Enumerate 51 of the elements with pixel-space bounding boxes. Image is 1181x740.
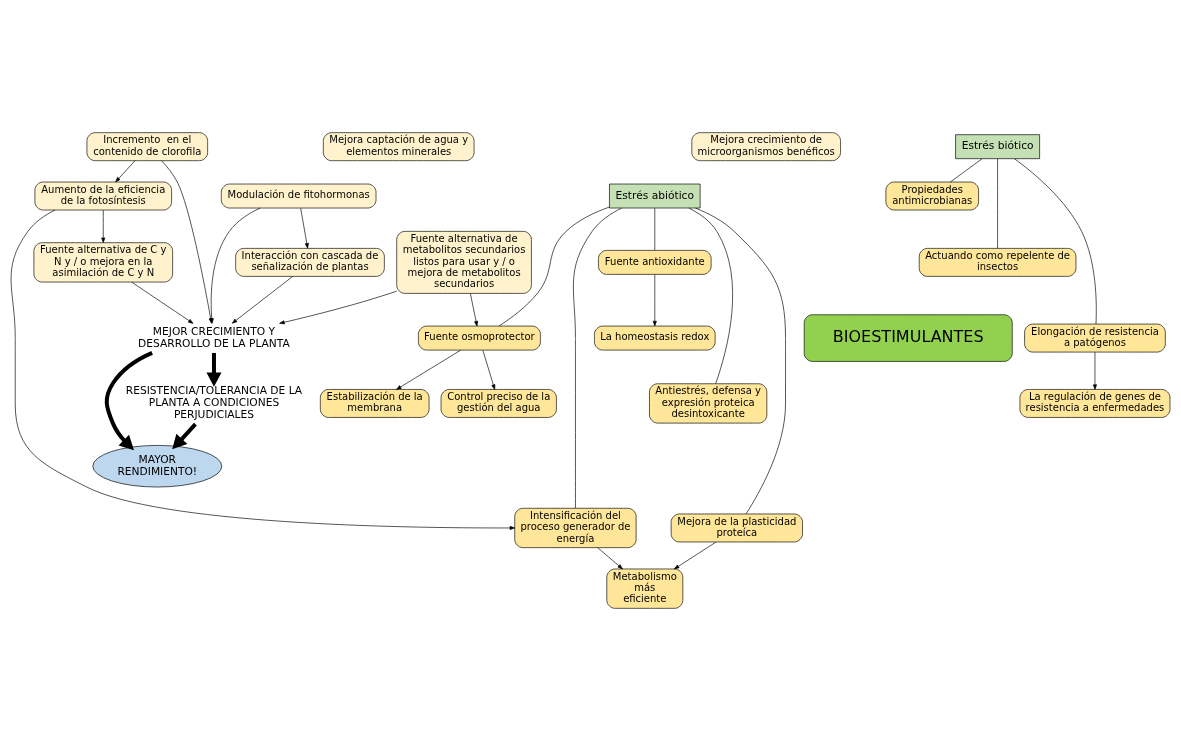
node-box: Mejora crecimiento de microorganismos benéficos (691, 131, 841, 161)
node-box: Incremento en el contenido de clorofila (86, 131, 208, 161)
connector (498, 206, 610, 326)
arrow (172, 422, 197, 449)
node-box: Estabilización de la membrana (320, 388, 430, 418)
node-ellipse: MAYOR RENDIMIENTO! (92, 444, 223, 487)
arrow (104, 350, 153, 450)
node-box: Antiestrés, defensa y expresión proteica desintoxicante (649, 382, 768, 423)
arrow (231, 275, 293, 324)
arrow (101, 209, 106, 243)
arrow (300, 207, 309, 248)
node-text: MEJOR CRECIMIENTO Y DESARROLLO DE LA PLANTA (138, 324, 290, 350)
node-box: Intensificación del proceso generador de energía (514, 507, 637, 548)
arrow (482, 349, 496, 390)
node-box: Elongación de resistencia a patógenos (1024, 323, 1166, 352)
node-box: Fuente antioxidante (598, 249, 712, 275)
node-box: Control preciso de la gestión del agua (440, 388, 557, 418)
node-box: Fuente alternativa de C y N y / o mejora en la asimilación de C y N (33, 241, 173, 282)
node-box: Mejora captación de agua y elementos minerales (323, 131, 475, 161)
arrow (1093, 351, 1097, 390)
node-box: Modulación de fitohormonas (220, 183, 377, 208)
node-text: RESISTENCIA/TOLERANCIA DE LA PLANTA A CONDICIONES PERJUDICIALES (125, 383, 303, 421)
arrow (10, 209, 516, 530)
node-box: Estrés abiótico (609, 183, 701, 208)
arrow (652, 273, 657, 326)
connector (695, 207, 786, 514)
node-box: La regulación de genes de resistencia a enfermedades (1019, 388, 1171, 418)
node-box: Mejora de la plasticidad proteíca (670, 513, 803, 542)
arrow (131, 281, 194, 324)
node-box: Aumento de la eficiencia de la fotosíntesis (34, 181, 172, 210)
arrow (279, 290, 397, 324)
connector (997, 157, 998, 249)
node-box: Estrés biótico (955, 133, 1040, 159)
connector (688, 207, 733, 384)
arrow (206, 352, 222, 387)
arrow (674, 541, 717, 569)
arrow (396, 349, 461, 390)
arrow (597, 546, 623, 569)
node-box: Propiedades antimicrobianas (885, 181, 979, 210)
connector (950, 157, 983, 182)
node-box: Fuente osmoprotector (418, 325, 541, 350)
node-box: Metabolismo más eficiente (606, 568, 684, 609)
node-box: Interacción con cascada de señalización de plantas (235, 247, 385, 277)
node-box: BIOESTIMULANTES (803, 313, 1013, 362)
connector (573, 207, 622, 508)
node-box: La homeostasis redox (594, 325, 716, 350)
node-box: Actuando como repelente de insectos (918, 247, 1077, 277)
arrow (115, 159, 136, 182)
connector (1014, 157, 1097, 324)
node-box: Fuente alternativa de metabolitos secundarios listos para usar y / o mejora de metabolitos secundarios (396, 230, 532, 294)
arrow (470, 292, 479, 326)
